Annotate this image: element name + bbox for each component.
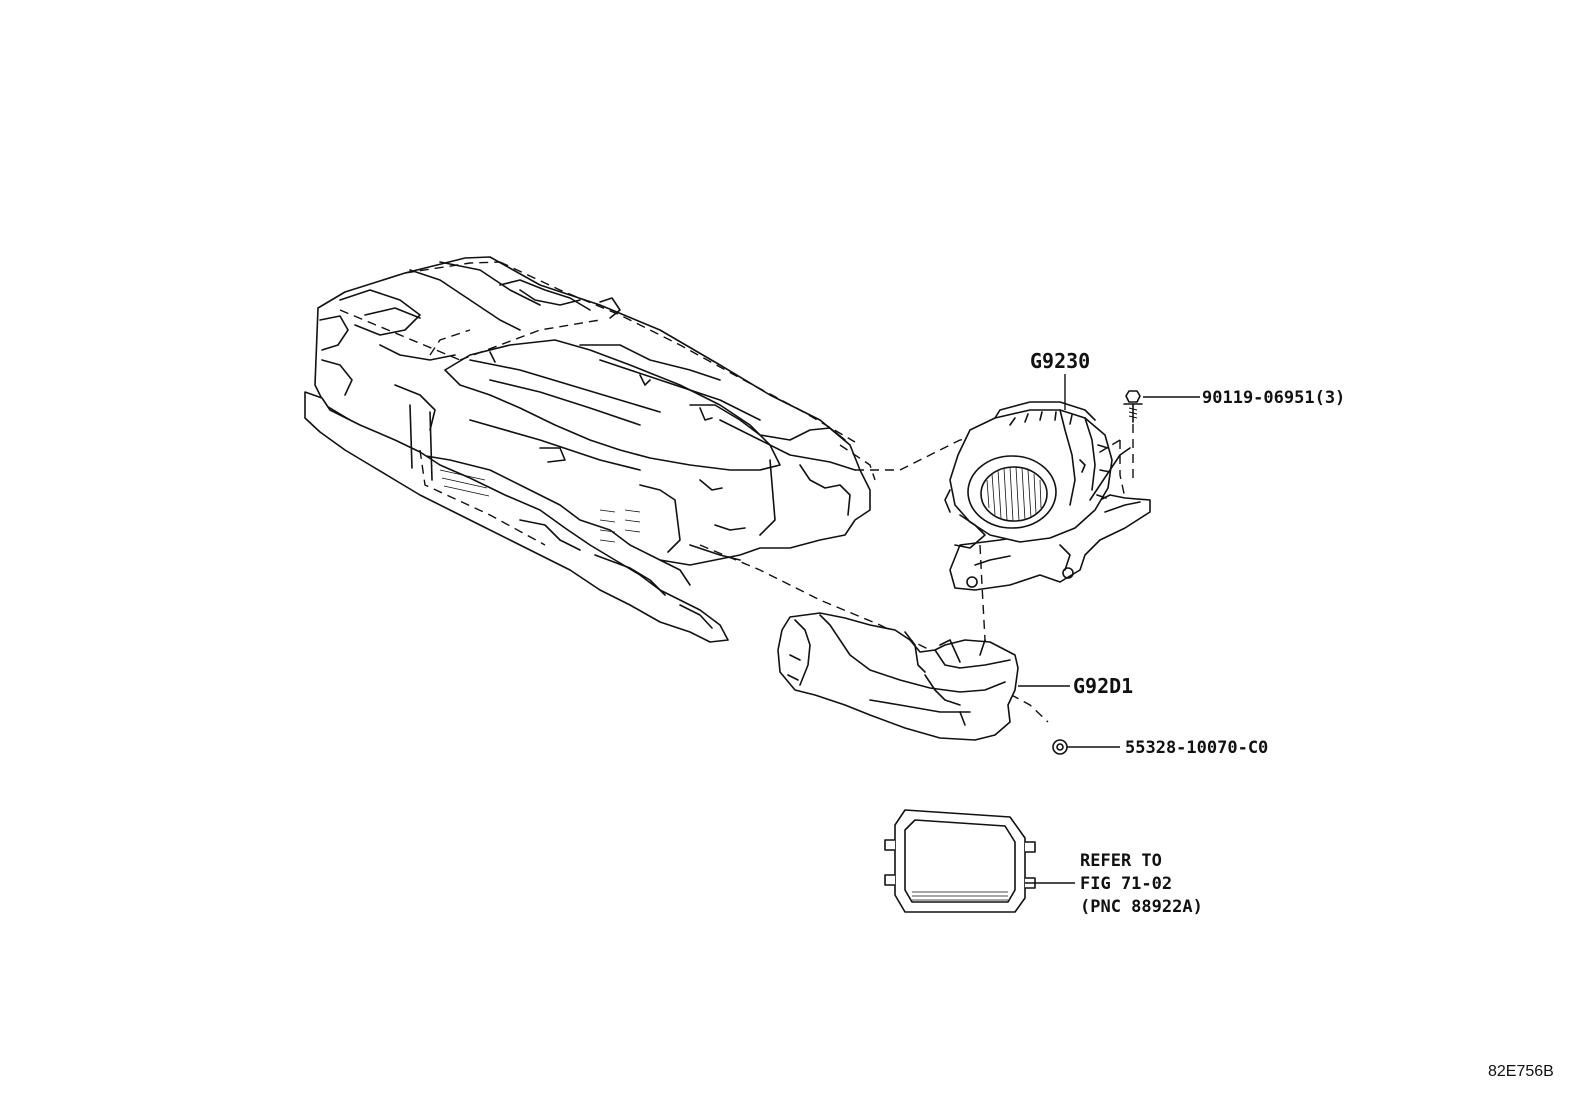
bolt-part [1123, 390, 1143, 480]
callout-clip: 55328-10070-C0 [1125, 738, 1268, 758]
filter-part [884, 809, 1036, 913]
clip-part [1052, 739, 1068, 755]
callout-bolt: 90119-06951(3) [1202, 388, 1345, 408]
callout-filter-refer-line2: FIG 71-02 [1080, 874, 1172, 894]
air-duct [777, 612, 1019, 741]
callout-filter-refer-line1: REFER TO [1080, 851, 1162, 871]
callout-blower-assembly: G9230 [1030, 349, 1090, 373]
blower-assembly [944, 401, 1151, 661]
callout-filter-refer-line3: (PNC 88922A) [1080, 897, 1203, 917]
battery-pack-assembly [304, 256, 876, 643]
drawing-id: 82E756B [1488, 1063, 1554, 1080]
callout-duct: G92D1 [1073, 674, 1133, 698]
